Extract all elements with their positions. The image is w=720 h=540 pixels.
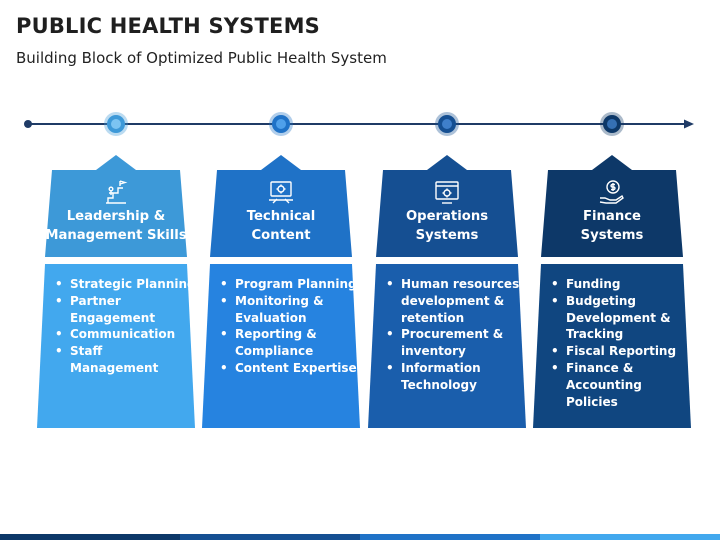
column-heading-line1: Finance: [583, 209, 641, 224]
list-item-continuation: Engagement: [70, 310, 156, 325]
leadership-ladder-icon: [106, 180, 128, 204]
list-item: Human resources: [386, 276, 519, 293]
column-heading-line2: Management Skills: [45, 228, 187, 243]
column-heading-line2: Systems: [580, 228, 644, 243]
list-item: Communication: [55, 326, 196, 343]
footer-segment: [0, 534, 180, 540]
column-bullet-list: Funding Budgeting Development & Tracking…: [551, 276, 693, 410]
footer-segment: [360, 534, 540, 540]
list-item-continuation: inventory: [401, 344, 466, 359]
column-head-shape: [376, 155, 518, 257]
page-title: PUBLIC HEALTH SYSTEMS: [16, 14, 321, 38]
list-item-continuation: Accounting Policies: [566, 377, 642, 409]
column-leadership: Leadership & Management Skills Strategic…: [35, 0, 197, 540]
column-heading-line2: Content: [251, 228, 311, 243]
window-gear-icon: [435, 181, 459, 204]
list-item: Program Planning: [220, 276, 357, 293]
list-item: Strategic Planning: [55, 276, 196, 293]
footer-segment: [540, 534, 720, 540]
list-item-continuation: Tracking: [566, 327, 624, 342]
list-item: Funding: [551, 276, 693, 293]
column-heading-line1: Operations: [405, 209, 489, 224]
column-technical: Technical Content Program Planning Monit…: [200, 0, 362, 540]
column-operations: Operations Systems Human resources devel…: [366, 0, 528, 540]
footer-color-bar: [0, 534, 720, 540]
column-body-shape: [368, 264, 526, 428]
column-bullet-list: Human resources development & retention …: [386, 276, 519, 394]
column-heading-line1: Leadership &: [66, 209, 166, 224]
list-item: Reporting &: [220, 326, 357, 343]
footer-segment: [180, 534, 360, 540]
column-head-shape: [210, 155, 352, 257]
list-item: Staff: [55, 343, 196, 360]
column-bullet-list: Program Planning Monitoring & Evaluation…: [220, 276, 357, 377]
list-item: Monitoring &: [220, 293, 357, 310]
list-item-continuation: retention: [401, 310, 465, 325]
column-bullet-list: Strategic Planning Partner Engagement Co…: [55, 276, 196, 377]
tools-laptop-icon: [269, 181, 293, 204]
list-item: Fiscal Reporting: [551, 343, 693, 360]
list-item-continuation: development &: [401, 293, 505, 308]
list-item-continuation: Management: [70, 360, 159, 375]
list-item: Content Expertise: [220, 360, 357, 377]
list-item-continuation: Evaluation: [235, 310, 307, 325]
column-finance: Finance Systems Funding Budgeting Develo…: [531, 0, 693, 540]
list-item: Information: [386, 360, 519, 377]
column-head-shape: [541, 155, 683, 257]
column-heading-line2: Systems: [415, 228, 479, 243]
list-item: Finance &: [551, 360, 693, 377]
column-heading-line1: Technical: [246, 209, 316, 224]
list-item: Partner: [55, 293, 196, 310]
hand-dollar-icon: [599, 180, 624, 204]
timeline-start-dot: [24, 120, 32, 128]
list-item: Procurement &: [386, 326, 519, 343]
list-item-continuation: Compliance: [235, 344, 314, 359]
column-head-shape: [45, 155, 187, 257]
list-item-continuation: Development &: [566, 310, 671, 325]
page-subtitle: Building Block of Optimized Public Healt…: [16, 49, 387, 67]
list-item-continuation: Technology: [401, 377, 477, 392]
list-item: Budgeting: [551, 293, 693, 310]
